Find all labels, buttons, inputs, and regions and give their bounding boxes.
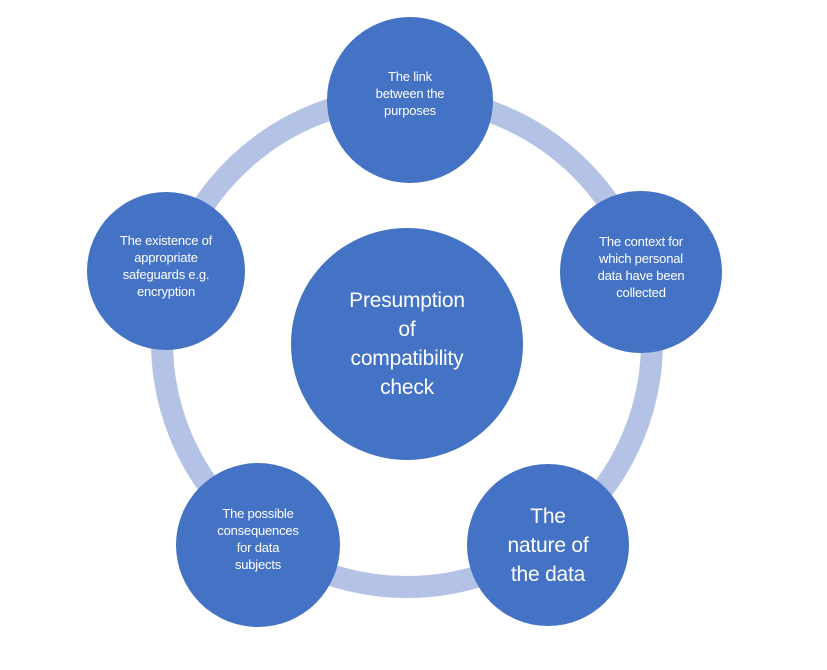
node-label: The existence of appropriate safeguards … — [119, 233, 213, 299]
node-label: The nature of the data — [507, 504, 589, 586]
node-consequences-for-subjects: The possible consequences for data subje… — [176, 463, 340, 627]
node-label: The possible consequences for data subje… — [217, 506, 299, 572]
node-nature-of-data: The nature of the data — [467, 464, 629, 626]
center-node-presumption: Presumption of compatibility check — [291, 228, 523, 460]
center-node-label: Presumption of compatibility check — [349, 289, 465, 399]
node-label: The context for which personal data have… — [597, 234, 685, 300]
node-link-between-purposes: The link between the purposes — [327, 17, 493, 183]
node-label: The link between the purposes — [375, 68, 445, 118]
node-context-of-collection: The context for which personal data have… — [560, 191, 722, 353]
node-appropriate-safeguards: The existence of appropriate safeguards … — [87, 192, 245, 350]
